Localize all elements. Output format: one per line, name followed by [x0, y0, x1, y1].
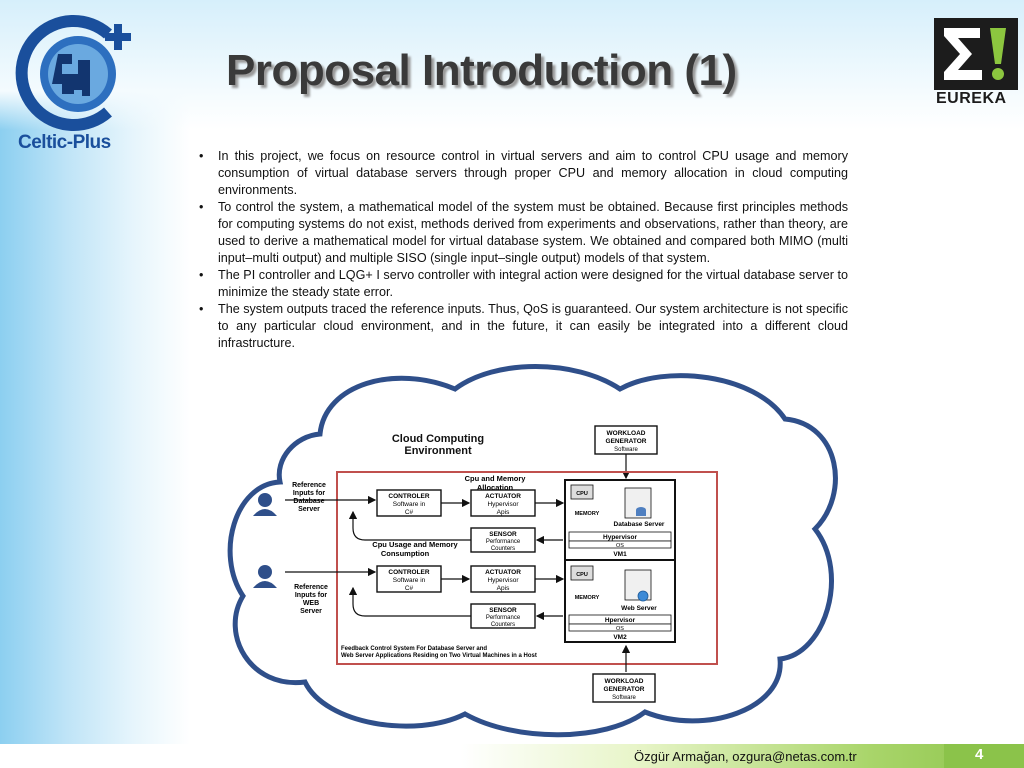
- ref-web-line3: WEB: [303, 600, 319, 607]
- workload-bottom-line2: GENERATOR: [604, 686, 645, 693]
- feedback-arrow-1: [348, 510, 471, 541]
- vm1-hypervisor-label: Hypervisor: [603, 534, 637, 541]
- workload-top-line2: GENERATOR: [606, 438, 647, 445]
- sensor-2-line2: Performance: [486, 615, 521, 621]
- cloud-title-line2: Environment: [404, 445, 472, 457]
- cpu-memory-allocation-line2: Allocation: [477, 483, 514, 492]
- ref-db-line4: Server: [298, 506, 320, 513]
- ref-db-line1: Reference: [292, 482, 326, 489]
- sensor-1-line3: Counters: [491, 546, 515, 552]
- footer-bar: [0, 744, 1024, 768]
- bullet-dot-icon: •: [199, 302, 204, 316]
- controller-1-line2: Software in: [393, 501, 426, 508]
- sensor-2-line1: SENSOR: [489, 607, 517, 614]
- vm2-memory-label: MEMORY: [575, 595, 600, 601]
- footer-author: Özgür Armağan, ozgura@netas.com.tr: [634, 749, 857, 764]
- cpu-usage-line2: Consumption: [381, 549, 430, 558]
- celtic-plus-emblem-icon: [15, 15, 131, 131]
- vm1-box: CPU MEMORY Database Server Hypervisor OS…: [564, 479, 676, 561]
- host-frame: [336, 471, 718, 665]
- bullet-item: • The PI controller and LQG+ I servo cont…: [196, 267, 848, 301]
- user-web-icon: [253, 565, 277, 588]
- vm2-hypervisor-label: Hpervisor: [605, 617, 636, 624]
- bullet-list: • In this project, we focus on resource c…: [196, 148, 848, 352]
- controller-box-2: CONTROLER Software in C#: [376, 565, 442, 593]
- bullet-item: • In this project, we focus on resource c…: [196, 148, 848, 199]
- bullet-dot-icon: •: [199, 149, 204, 163]
- vm1-cpu-label: CPU: [576, 491, 588, 497]
- sensor-1-line1: SENSOR: [489, 531, 517, 538]
- page-title: Proposal Introduction (1): [226, 46, 737, 95]
- bullet-item: • To control the system, a mathematical m…: [196, 199, 848, 267]
- eureka-logo: EUREKA: [934, 18, 1018, 110]
- bullet-dot-icon: •: [199, 268, 204, 282]
- database-server-icon: [624, 487, 652, 519]
- sensor-box-2: SENSOR Performance Counters: [470, 603, 536, 629]
- eureka-emblem: [934, 18, 1018, 90]
- vm1-memory-label: MEMORY: [575, 511, 600, 517]
- bullet-text: To control the system, a mathematical mo…: [218, 200, 848, 265]
- vm2-box: CPU MEMORY Web Server Hpervisor OS VM2: [564, 559, 676, 643]
- bullet-text: In this project, we focus on resource co…: [218, 149, 848, 197]
- actuator-2-line1: ACTUATOR: [485, 569, 521, 576]
- ref-db-line3: Database: [293, 498, 324, 505]
- workload-generator-bottom: WORKLOAD GENERATOR Software: [592, 673, 656, 703]
- controller-1-line3: C#: [405, 509, 414, 516]
- vm1-label: VM1: [613, 551, 627, 558]
- celtic-plus-logo: Celtic-Plus: [10, 14, 145, 154]
- vm2-label: VM2: [613, 634, 627, 641]
- workload-top-line1: WORKLOAD: [607, 430, 646, 437]
- bullet-dot-icon: •: [199, 200, 204, 214]
- ref-web-line4: Server: [300, 608, 322, 615]
- workload-top-line3: Software: [614, 447, 638, 453]
- web-server-icon: [624, 569, 652, 602]
- eureka-sigma-icon: [944, 28, 1006, 80]
- ref-web-line2: Inputs for: [295, 592, 328, 599]
- vm1-os-label: OS: [616, 543, 624, 549]
- caption-line2: Web Server Applications Residing on Two …: [341, 653, 537, 659]
- actuator-2-line3: Apis: [497, 585, 510, 592]
- top-gradient: [0, 0, 1024, 130]
- web-server-label: Web Server: [621, 605, 657, 612]
- sensor-1-line2: Performance: [486, 539, 521, 545]
- caption-line1: Feedback Control System For Database Ser…: [341, 646, 487, 652]
- feedback-arrow-2: [348, 586, 471, 617]
- cpu-usage-line1: Cpu Usage and Memory: [372, 540, 458, 549]
- vm2-os-label: OS: [616, 626, 624, 632]
- bullet-item: • The system outputs traced the reference…: [196, 301, 848, 352]
- actuator-box-2: ACTUATOR Hypervisor Apis: [470, 565, 536, 593]
- cpu-memory-allocation-line1: Cpu and Memory: [465, 474, 527, 483]
- celtic-plus-wordmark: Celtic-Plus: [18, 132, 111, 153]
- controller-box-1: CONTROLER Software in C#: [376, 489, 442, 517]
- actuator-1-line2: Hypervisor: [487, 501, 519, 508]
- ref-db-line2: Inputs for: [293, 490, 326, 497]
- bullet-text: The PI controller and LQG+ I servo contr…: [218, 268, 848, 299]
- controller-2-line1: CONTROLER: [388, 569, 429, 576]
- actuator-1-line1: ACTUATOR: [485, 493, 521, 500]
- controller-1-line1: CONTROLER: [388, 493, 429, 500]
- page-number: 4: [975, 746, 984, 763]
- page-number-box: [944, 744, 1024, 768]
- cloud-title-line1: Cloud Computing: [392, 433, 484, 445]
- actuator-1-line3: Apis: [497, 509, 510, 516]
- vm2-cpu-label: CPU: [576, 572, 588, 578]
- sensor-box-1: SENSOR Performance Counters: [470, 527, 536, 553]
- bullet-text: The system outputs traced the reference …: [218, 302, 848, 350]
- workload-bottom-line1: WORKLOAD: [605, 678, 644, 685]
- actuator-box-1: ACTUATOR Hypervisor Apis: [470, 489, 536, 517]
- controller-2-line2: Software in: [393, 577, 426, 584]
- user-db-icon: [253, 493, 277, 516]
- ref-web-line1: Reference: [294, 584, 328, 591]
- db-server-label: Database Server: [614, 521, 665, 528]
- eureka-wordmark: EUREKA: [936, 90, 1007, 107]
- controller-2-line3: C#: [405, 585, 414, 592]
- architecture-diagram: Cloud Computing Environment WORKLOAD GEN…: [227, 364, 838, 738]
- workload-bottom-line3: Software: [612, 695, 636, 701]
- sensor-2-line3: Counters: [491, 622, 515, 628]
- actuator-2-line2: Hypervisor: [487, 577, 519, 584]
- workload-generator-top: WORKLOAD GENERATOR Software: [594, 425, 658, 455]
